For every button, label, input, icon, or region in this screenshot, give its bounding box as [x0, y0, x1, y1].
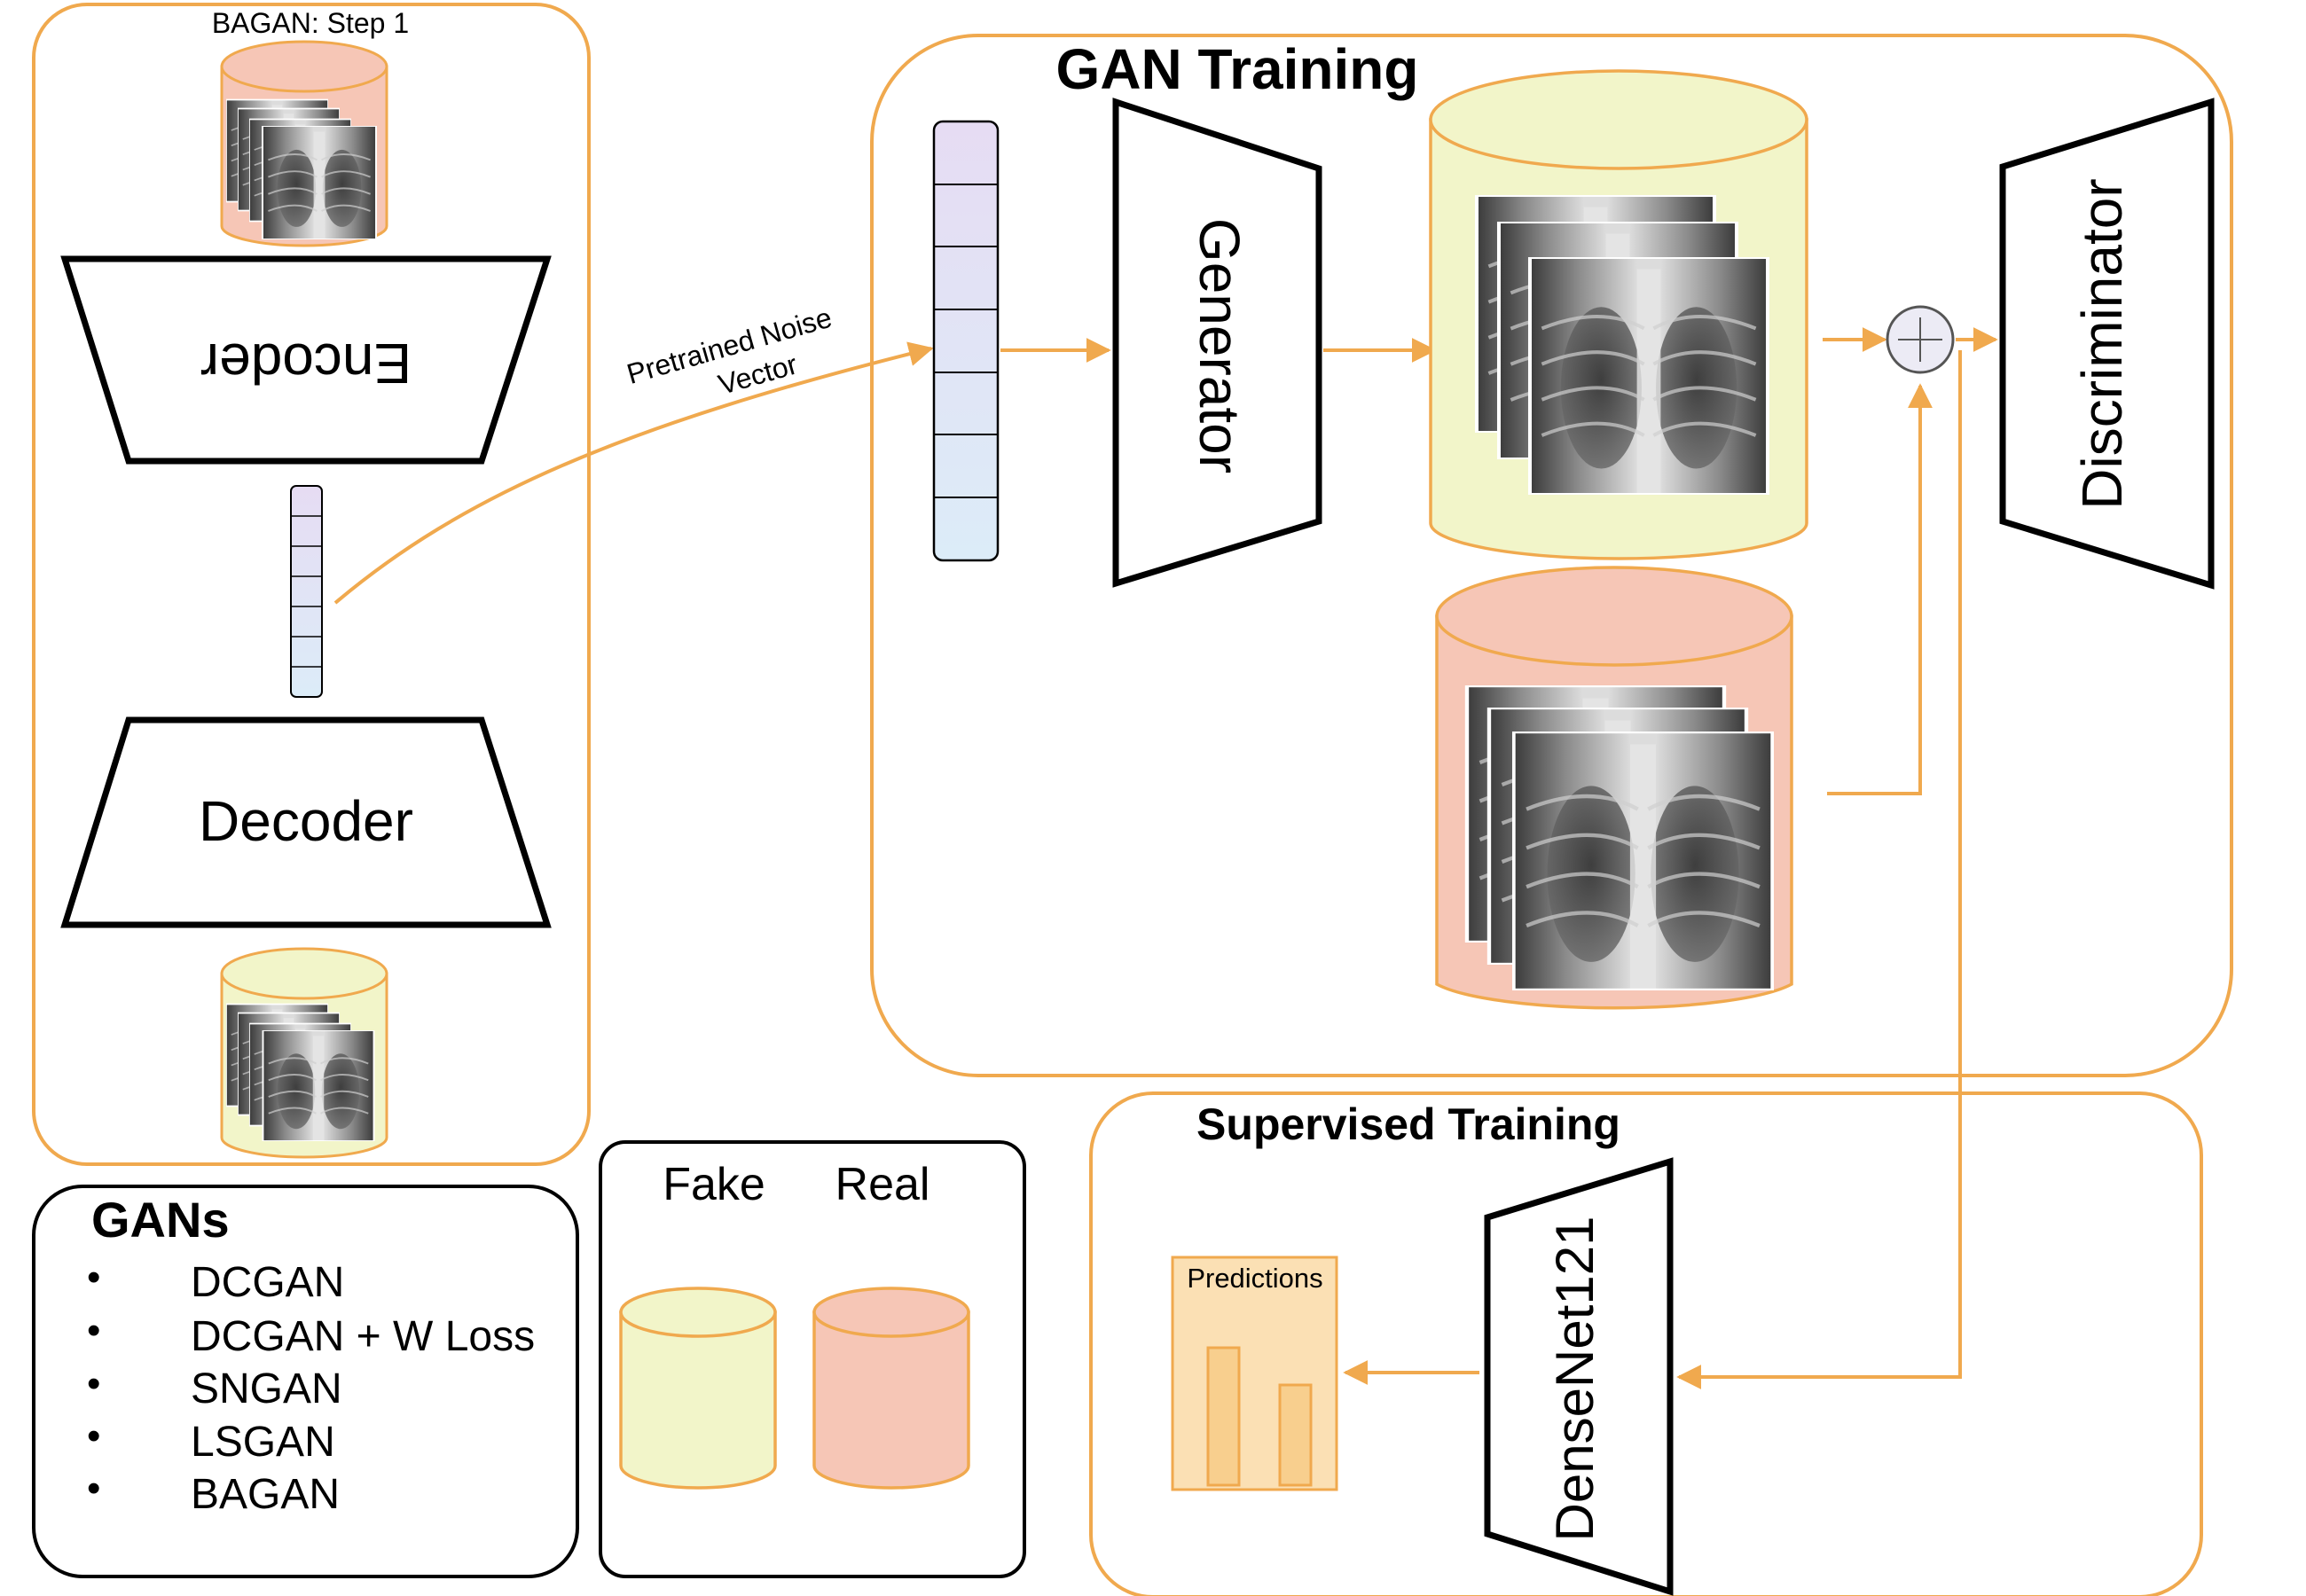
- images-to-densenet-arrow: [1676, 350, 1962, 1389]
- supervised-training-title: Supervised Training: [1196, 1099, 1620, 1149]
- reconstructed-fake-cylinder: [220, 947, 388, 1159]
- densenet-label: DenseNet121: [1545, 1217, 1604, 1542]
- fake-images-cylinder: [1429, 69, 1808, 560]
- gans-item-dcgan-wloss: DCGAN + W Loss: [191, 1313, 535, 1360]
- encoder-block: Encoder: [60, 255, 552, 465]
- gan-training-panel: [870, 34, 2233, 1077]
- pretrained-noise-arrow: [333, 341, 934, 605]
- real-images-cylinder: [1435, 566, 1793, 1010]
- gans-item-dcgan: DCGAN: [191, 1259, 344, 1306]
- encoder-label: Encoder: [200, 332, 412, 395]
- gans-list-title: GANs: [91, 1192, 230, 1248]
- combine-node: [1886, 305, 1955, 374]
- gans-bullet: •: [87, 1362, 100, 1405]
- legend-fake-cylinder: [619, 1287, 777, 1490]
- decoder-label: Decoder: [199, 789, 413, 853]
- gans-item-bagan: BAGAN: [191, 1471, 340, 1518]
- prediction-bar-2: [1278, 1383, 1313, 1487]
- gans-bullet: •: [87, 1309, 100, 1352]
- real-to-combiner-arrow: [1827, 383, 1933, 795]
- gans-item-sngan: SNGAN: [191, 1365, 342, 1412]
- latent-vector-small: [290, 485, 323, 698]
- noise-vector: [932, 120, 1000, 562]
- prediction-bar-1: [1206, 1346, 1241, 1487]
- gans-bullet: •: [87, 1256, 100, 1299]
- gans-item-lsgan: LSGAN: [191, 1419, 335, 1466]
- bagan-step1-title: BAGAN: Step 1: [212, 7, 409, 39]
- densenet-block: DenseNet121: [1484, 1157, 1674, 1596]
- decoder-block: Decoder: [60, 716, 552, 928]
- predictions-label: Predictions: [1187, 1263, 1322, 1294]
- supervised-training-panel: [1089, 1091, 2203, 1596]
- generator-label: Generator: [1188, 218, 1251, 473]
- pretrained-noise-label: Pretrained Noise Vector: [624, 301, 835, 401]
- legend-fake-label: Fake: [663, 1159, 765, 1210]
- discriminator-label: Discriminator: [2070, 178, 2134, 509]
- legend-real-cylinder: [812, 1287, 970, 1490]
- gans-list-items: • DCGAN • DCGAN + W Loss • SNGAN • LSGAN…: [87, 1256, 535, 1518]
- legend-real-label: Real: [835, 1159, 930, 1210]
- gans-bullet: •: [87, 1467, 100, 1510]
- input-real-cylinder: [220, 40, 388, 247]
- discriminator-block: Discriminator: [1999, 98, 2215, 590]
- generator-block: Generator: [1112, 98, 1322, 588]
- gans-bullet: •: [87, 1414, 100, 1458]
- gan-training-title: GAN Training: [1056, 37, 1419, 101]
- bagan-step1-panel: [32, 3, 591, 1166]
- legend-panel: [599, 1140, 1026, 1578]
- predictions-box: Predictions: [1171, 1256, 1338, 1491]
- gans-list-panel: [32, 1185, 579, 1578]
